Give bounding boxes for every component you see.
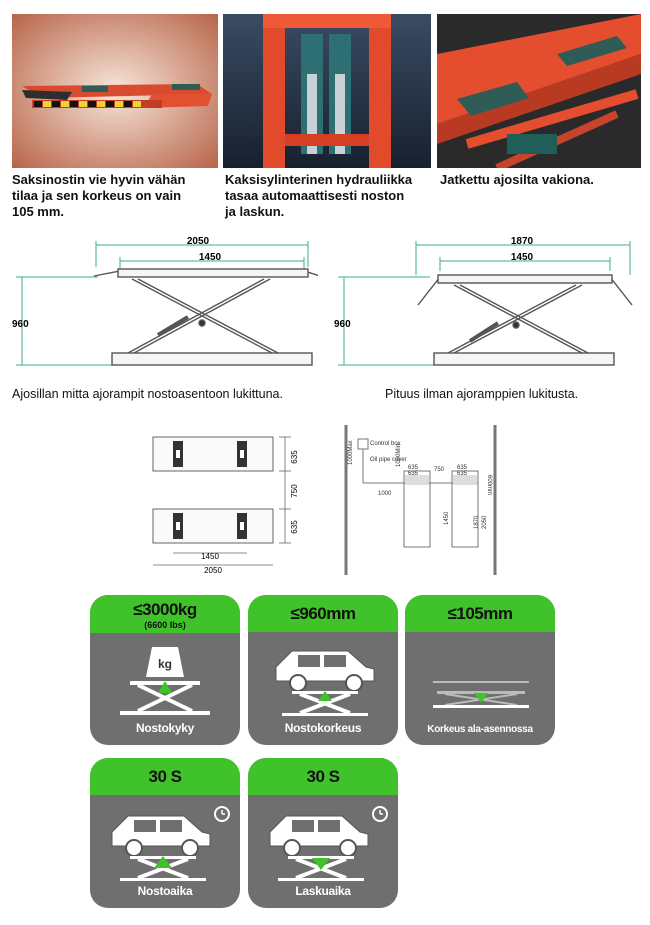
photo-caption-1: Saksinostin vie hyvin vähän tilaa ja sen…	[12, 172, 186, 219]
plan-dim-1450: 1450	[201, 552, 219, 561]
layout-label-control-box: Control box	[370, 441, 401, 447]
badge-sub-capacity: (6600 lbs)	[144, 620, 186, 630]
drawing-caption-right: Pituus ilman ajoramppien lukitusta.	[385, 387, 579, 401]
layout-label-635c: 635	[457, 465, 468, 471]
photo-caption-2: Kaksisylinterinen hydrauliikka tasaa aut…	[225, 172, 413, 219]
weight-lift-icon: kg	[90, 632, 240, 715]
spec-badge-lower-time: 30 S Laskuaika	[248, 758, 398, 908]
plan-dim-635-top: 635	[290, 450, 299, 464]
badge-value-lower-time: 30 S	[306, 767, 340, 786]
layout-label-635b: 635	[408, 471, 419, 477]
low-height-icon	[433, 681, 529, 708]
dim-overall-left: 2050	[187, 236, 210, 247]
lift-up-timer-icon	[111, 806, 230, 881]
layout-label-750: 750	[434, 467, 445, 473]
layout-label-1450: 1450	[444, 511, 450, 525]
layout-label-oil-pipe: Oil pipe cover	[370, 457, 407, 463]
badge-label-lower-time: Laskuaika	[295, 884, 351, 898]
drawing-caption-left: Ajosillan mitta ajorampit nostoasentoon …	[12, 387, 283, 401]
spec-badge-lift-time: 30 S Nostoaika	[90, 758, 240, 908]
dim-inner-left: 1450	[199, 252, 222, 263]
dim-overall-right: 1870	[511, 236, 534, 247]
photo-caption-3: Jatkettu ajosilta vakiona.	[440, 172, 594, 187]
dim-height-left: 960	[12, 319, 29, 330]
spec-badge-lowered-height: ≤105mm Korkeus ala-asennossa	[405, 595, 555, 745]
plan-dim-635-bottom: 635	[290, 520, 299, 534]
badge-value-lift-height: ≤960mm	[290, 604, 356, 623]
layout-label-1000max: 1000Max	[348, 440, 354, 465]
layout-label-1000min: 1000Min	[396, 444, 402, 467]
badge-label-capacity: Nostokyky	[136, 721, 194, 735]
badge-value-lift-time: 30 S	[148, 767, 182, 786]
side-drawing-extended: 2050 1450 960	[12, 236, 318, 366]
installation-layout-plan: 1000Max Control box Oil pipe cover 1000M…	[344, 425, 497, 575]
layout-label-635d: 635	[457, 471, 468, 477]
dim-height-right: 960	[334, 319, 351, 330]
badge-label-lift-height: Nostokorkeus	[284, 721, 362, 735]
plan-dim-750: 750	[290, 484, 299, 498]
car-lift-icon	[275, 650, 375, 716]
spec-badge-lift-height: ≤960mm Nostokorkeus	[248, 595, 398, 745]
layout-label-600mm: 600mm	[486, 475, 492, 495]
photo-extended-ramp	[437, 14, 641, 168]
badge-label-lowered-height: Korkeus ala-asennossa	[427, 724, 533, 735]
spec-badge-capacity: ≤3000kg (6600 lbs) kg Nostokyky	[90, 595, 240, 745]
layout-label-2050: 2050	[482, 515, 488, 529]
badge-value-capacity: ≤3000kg	[133, 600, 197, 619]
photo-hydraulic-cylinders	[223, 14, 431, 168]
layout-label-635a: 635	[408, 465, 419, 471]
badge-label-lift-time: Nostoaika	[137, 884, 193, 898]
side-drawing-standard: 1870 1450 960	[334, 236, 633, 366]
photo-scissor-lift-lowered	[12, 14, 218, 168]
layout-label-1870: 1870	[474, 515, 480, 529]
plan-dim-2050: 2050	[204, 566, 222, 575]
top-view-plan: 635 750 635 1450 2050	[152, 436, 299, 575]
lift-down-timer-icon	[269, 806, 388, 881]
dim-inner-right: 1450	[511, 252, 534, 263]
svg-text:kg: kg	[158, 657, 172, 671]
layout-label-1000: 1000	[378, 491, 392, 497]
badge-value-lowered-height: ≤105mm	[447, 604, 513, 623]
